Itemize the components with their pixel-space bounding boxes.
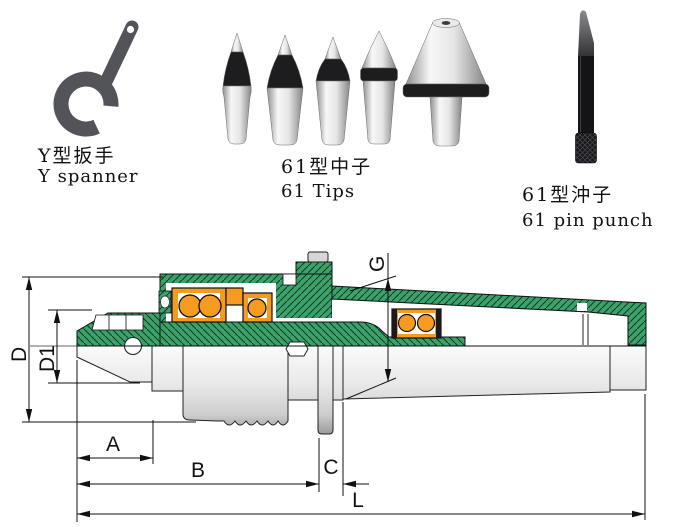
punch-rod: [578, 43, 594, 133]
section-drawing: [30, 251, 647, 435]
sleeve-notch: [577, 303, 587, 311]
tip-2: [266, 34, 304, 146]
punch-label-en: 61 pin punch: [522, 210, 654, 231]
dim-label-d1: D1: [36, 345, 59, 372]
tip-3: [315, 36, 351, 146]
dim-label-a: A: [106, 433, 120, 456]
pin-punch-illustration: [575, 10, 597, 164]
y-spanner-illustration: [53, 20, 139, 137]
dim-label-b: B: [191, 459, 205, 482]
dim-label-l: L: [352, 489, 364, 512]
dim-label-d: D: [8, 347, 31, 362]
dimension-lines: [22, 253, 646, 522]
spanner-handle: [97, 20, 139, 93]
set-screw: [307, 251, 329, 263]
spanner-label-en: Y spanner: [37, 166, 139, 187]
sleeve-section: [331, 285, 647, 346]
tips-label-en: 61 Tips: [281, 181, 355, 202]
tips-label-zh: 61型中子: [281, 156, 372, 178]
housing-step: [295, 261, 333, 275]
tip-4: [360, 30, 398, 145]
spanner-hole: [126, 25, 135, 34]
dimension-labels: D D1 G A B C L: [8, 256, 389, 512]
housing-notch: [282, 273, 297, 286]
tips-illustration: [222, 18, 490, 147]
nose-steps: [91, 314, 144, 331]
tip-5: [402, 18, 490, 147]
dim-label-g: G: [366, 256, 389, 272]
punch-bevel: [578, 10, 594, 56]
hex-socket: [285, 341, 309, 357]
spindle-section: [159, 321, 466, 347]
rear-bearing: [391, 308, 442, 339]
punch-label-zh: 61型沖子: [522, 184, 613, 206]
spanner-label-zh: Y型扳手: [37, 145, 116, 167]
front-bearing: [171, 287, 273, 323]
dim-label-c: C: [323, 456, 338, 479]
body-external: [76, 345, 647, 435]
tip-1: [222, 32, 252, 145]
